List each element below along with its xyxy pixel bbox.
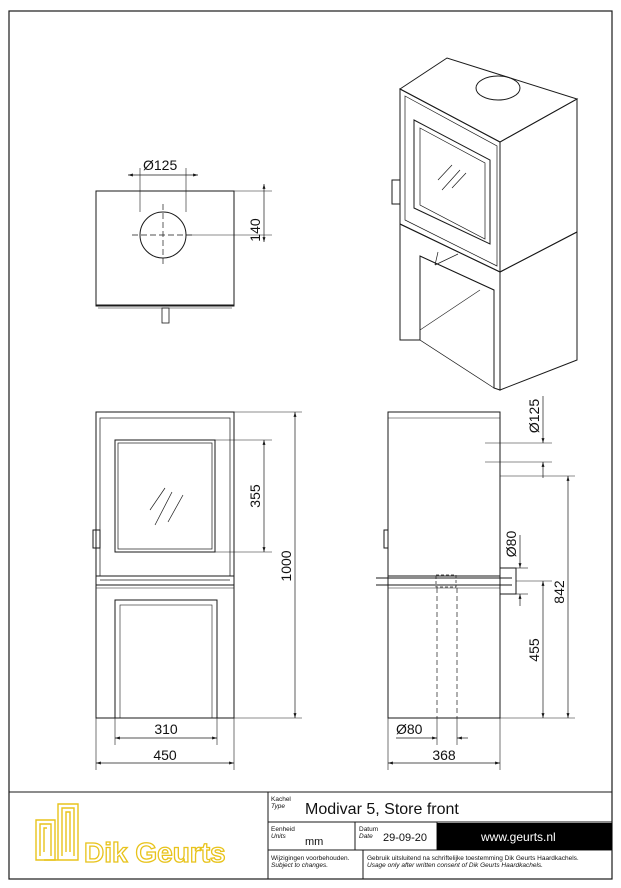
changes-note-en: Subject to changes.: [271, 862, 328, 869]
brand-logo-icon: [35, 803, 79, 861]
url-background: [437, 823, 612, 850]
brand-name: Dik Geurts: [84, 837, 226, 868]
front-view-opening-width-label: 310: [154, 721, 178, 737]
type-label: Kachel: [271, 796, 291, 803]
website-url[interactable]: www.geurts.nl: [480, 830, 556, 844]
drawing-frame: [8, 10, 613, 880]
units-label-en: Units: [271, 833, 287, 840]
units-label: Eenheid: [271, 826, 295, 833]
front-view-total-width-label: 450: [153, 747, 177, 763]
iso-view: [391, 57, 579, 391]
top-view: [95, 168, 272, 324]
iso-flue-ellipse: [475, 75, 521, 101]
side-view: [376, 396, 575, 770]
top-view-flue-diameter-label: Ø125: [143, 157, 177, 173]
front-view-window-height-label: 355: [247, 484, 263, 508]
changes-note: Wijzigingen voorbehouden.: [271, 855, 350, 862]
units-value: mm: [305, 836, 323, 848]
type-label-en: Type: [271, 803, 285, 810]
date-value: 29-09-20: [383, 832, 427, 844]
date-label: Datum: [359, 826, 378, 833]
side-view-flue-diameter-label: Ø125: [526, 399, 542, 433]
drawing-title: Modivar 5, Store front: [305, 801, 459, 818]
side-view-air-inlet-label: Ø80: [503, 531, 519, 558]
front-view: [92, 411, 302, 770]
side-view-depth-label: 368: [432, 747, 456, 763]
date-label-en: Date: [359, 833, 373, 840]
front-view-total-height-label: 1000: [278, 550, 294, 581]
side-view-flue-height-label: 842: [551, 580, 567, 604]
top-view-flue-offset-label: 140: [247, 218, 263, 242]
usage-note-en: Usage only after written consent of Dik …: [367, 862, 543, 869]
side-view-bottom-inlet-label: Ø80: [396, 721, 423, 737]
usage-note: Gebruik uitsluitend na schriftelijke toe…: [367, 855, 579, 862]
side-view-inlet-height-label: 455: [526, 638, 542, 662]
